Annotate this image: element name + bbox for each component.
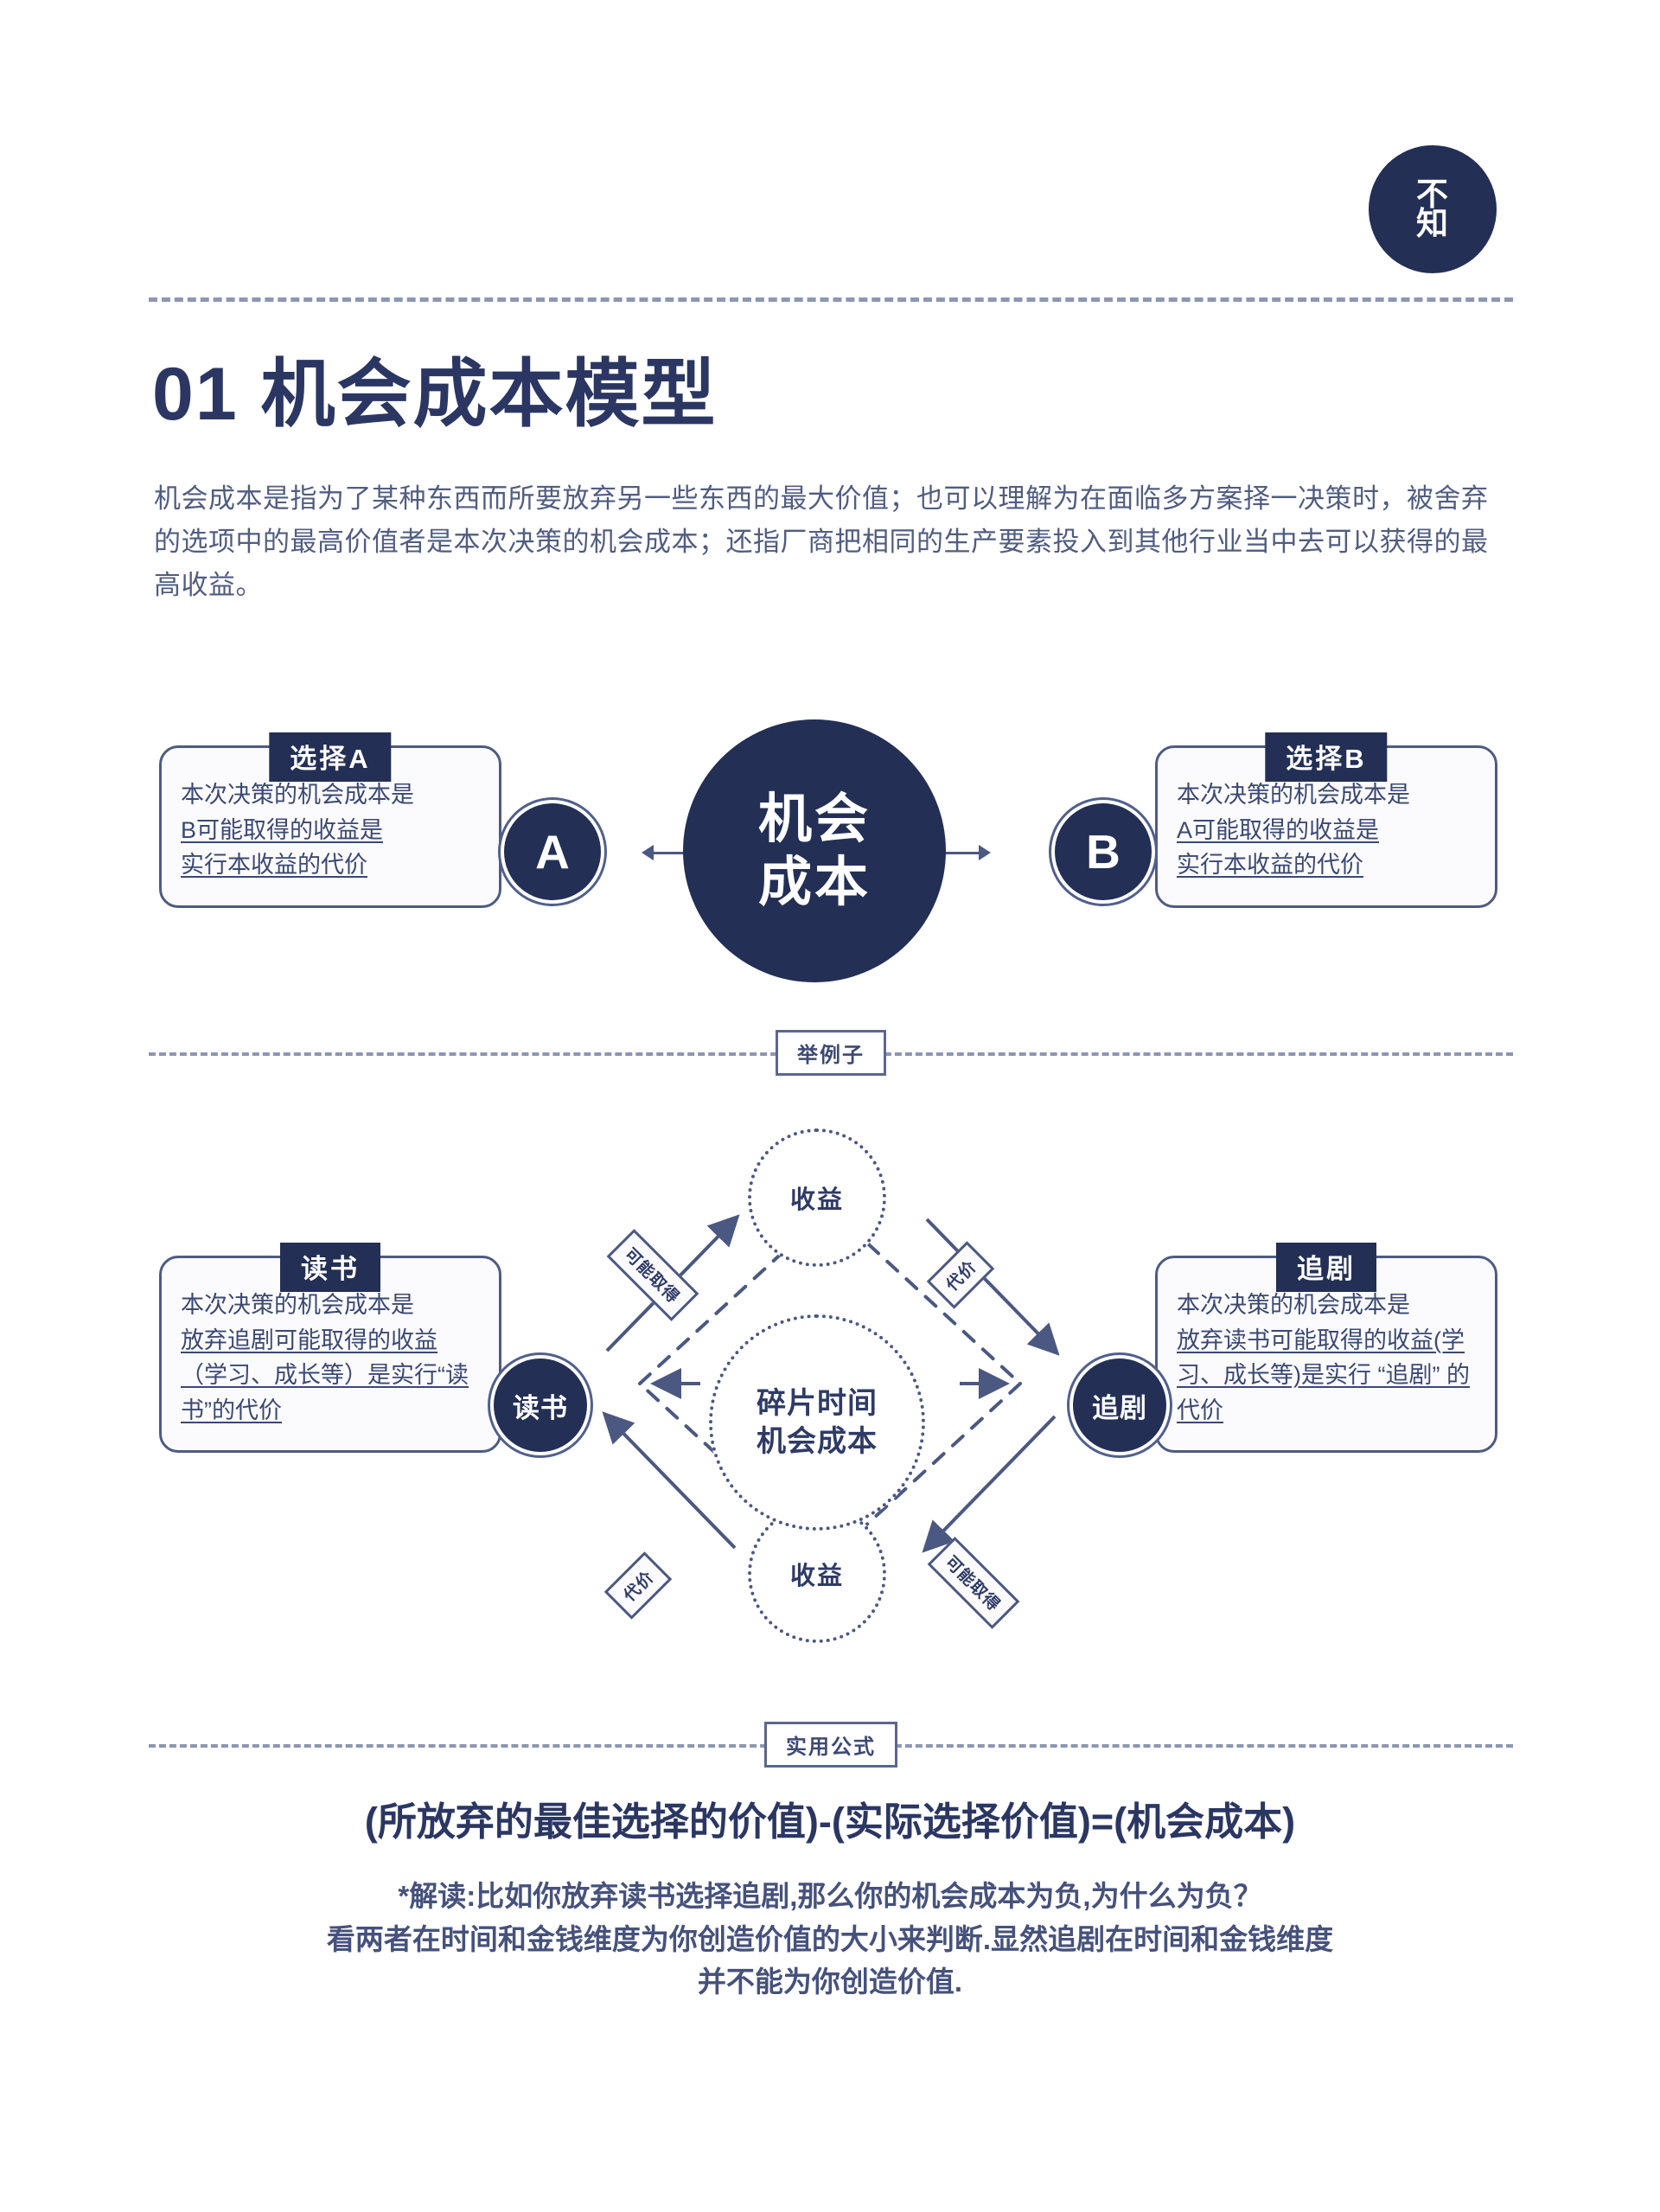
top-divider	[149, 297, 1513, 302]
arrow-gain-top-to-watch-icon	[925, 1218, 1060, 1356]
card-choice-a-line3: 实行本收益的代价	[181, 852, 367, 878]
logo-char-top: 不	[1416, 176, 1449, 212]
page-title: 01 机会成本模型	[152, 353, 718, 436]
node-reading: 读书	[494, 1359, 587, 1452]
intro-paragraph: 机会成本是指为了某种东西而所要放弃另一些东西的最大价值；也可以理解为在面临多方案…	[154, 483, 1489, 601]
arrow-hub-to-b-icon	[942, 841, 991, 864]
arrow-shaft	[654, 851, 690, 854]
card-reading-badge: 读书	[280, 1243, 380, 1292]
card-choice-a-body: 本次决策的机会成本是 B可能取得的收益是 实行本收益的代价	[181, 777, 480, 883]
hub-opportunity-cost: 机会 成本	[683, 719, 946, 982]
brand-logo: 不 知	[1369, 145, 1497, 273]
card-choice-b-body: 本次决策的机会成本是 A可能取得的收益是 实行本收益的代价	[1177, 777, 1476, 883]
card-choice-b-badge: 选择B	[1265, 732, 1388, 782]
card-watching: 追剧 本次决策的机会成本是 放弃读书可能取得的收益(学习、成长等)是实行 “追剧…	[1155, 1243, 1497, 1453]
divider-formula: 实用公式	[149, 1721, 1513, 1768]
gain-circle-top: 收益	[748, 1128, 886, 1267]
card-watching-body: 本次决策的机会成本是 放弃读书可能取得的收益(学习、成长等)是实行 “追剧” 的…	[1177, 1288, 1476, 1428]
divider-example-label: 举例子	[776, 1029, 886, 1076]
card-reading-line1: 本次决策的机会成本是	[181, 1292, 414, 1318]
card-choice-b-line3: 实行本收益的代价	[1177, 852, 1363, 878]
arrow-head-left-icon	[642, 845, 654, 860]
card-choice-b-line2: A可能取得的收益是	[1177, 816, 1380, 843]
card-choice-a-line2: B可能取得的收益是	[181, 816, 384, 843]
hub-line2: 成本	[757, 853, 871, 912]
card-choice-a: 选择A 本次决策的机会成本是 B可能取得的收益是 实行本收益的代价	[159, 732, 501, 908]
center-line1: 碎片时间	[757, 1386, 878, 1420]
node-choice-a: A	[504, 803, 601, 900]
node-choice-b: B	[1055, 803, 1152, 900]
node-watching: 追剧	[1073, 1359, 1166, 1452]
card-reading-body: 本次决策的机会成本是 放弃追剧可能取得的收益（学习、成长等）是实行“读书”的代价	[181, 1288, 480, 1428]
logo-char-bottom: 知	[1416, 206, 1449, 241]
center-line2: 机会成本	[757, 1425, 878, 1458]
hub-line1: 机会	[757, 789, 871, 849]
formula-note-line2: 看两者在时间和金钱维度为你创造价值的大小来判断.显然追剧在时间和金钱维度	[326, 1922, 1334, 1955]
arrow-gain-bottom-to-read-icon	[602, 1411, 737, 1550]
card-reading-line2: 放弃追剧可能取得的收益（学习、成长等）是实行“读书”的代价	[181, 1327, 469, 1423]
card-watching-line1: 本次决策的机会成本是	[1177, 1292, 1410, 1318]
card-choice-b: 选择B 本次决策的机会成本是 A可能取得的收益是 实行本收益的代价	[1155, 732, 1497, 908]
divider-formula-label: 实用公式	[764, 1721, 897, 1768]
arrow-shaft	[942, 851, 979, 854]
arrow-head-right-icon	[979, 845, 991, 860]
formula-note-line1: *解读:比如你放弃读书选择追剧,那么你的机会成本为负,为什么为负？	[398, 1880, 1262, 1912]
card-choice-a-badge: 选择A	[269, 732, 392, 782]
divider-example: 举例子	[149, 1029, 1513, 1076]
center-fragment-time-cost: 碎片时间 机会成本	[709, 1314, 925, 1531]
card-watching-line2: 放弃读书可能取得的收益(学习、成长等)是实行 “追剧” 的代价	[1177, 1327, 1470, 1423]
card-watching-badge: 追剧	[1276, 1243, 1376, 1292]
arrow-hub-to-a-icon	[642, 841, 690, 864]
formula-note: *解读:比如你放弃读书选择追剧,那么你的机会成本为负,为什么为负？ 看两者在时间…	[156, 1875, 1504, 2004]
card-choice-b-line1: 本次决策的机会成本是	[1177, 782, 1410, 808]
card-reading: 读书 本次决策的机会成本是 放弃追剧可能取得的收益（学习、成长等）是实行“读书”…	[159, 1243, 501, 1453]
formula-text: (所放弃的最佳选择的价值)-(实际选择价值)=(机会成本)	[364, 1800, 1296, 1844]
arrow-watch-to-gain-bottom-icon	[922, 1415, 1057, 1553]
formula-note-line3: 并不能为你创造价值.	[697, 1966, 963, 1998]
card-choice-a-line1: 本次决策的机会成本是	[181, 782, 414, 808]
